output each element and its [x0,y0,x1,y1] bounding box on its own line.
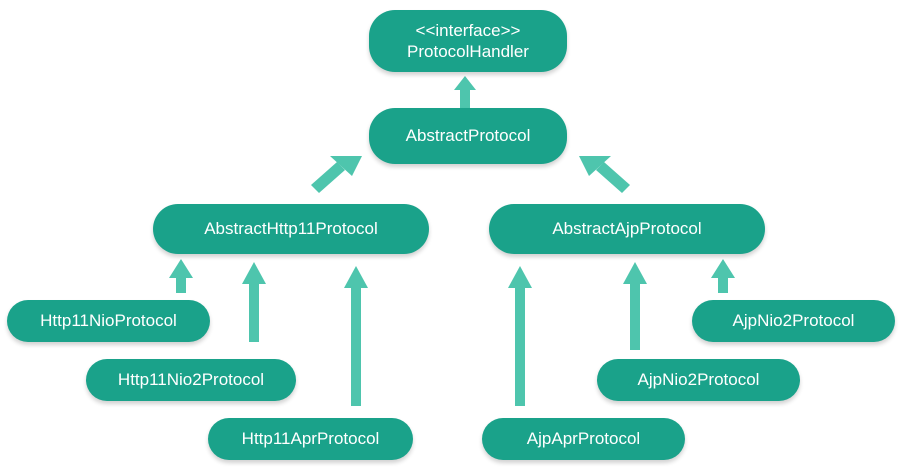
abstractprotocol-node: AbstractProtocol [369,108,567,164]
abstracthttp11protocol-node: AbstractHttp11Protocol [153,204,429,254]
interface-stereotype: <<interface>> [415,20,521,40]
http11nio2protocol-label: Http11Nio2Protocol [117,370,265,390]
ajpnio2protocol-upper-node: AjpNio2Protocol [692,300,895,342]
http11aprprotocol-label: Http11AprProtocol [241,429,380,449]
protocolhandler-interface-node: <<interface>> ProtocolHandler [369,10,567,72]
arrow-http11nio2-to-abshttp11 [242,262,266,342]
http11nio2protocol-node: Http11Nio2Protocol [86,359,296,401]
arrow-http11apr-to-abshttp11 [344,266,368,406]
arrow-ajpnio2-lower-to-absajp [623,262,647,350]
arrow-absajp-to-abstractprotocol [579,156,630,193]
arrow-ajpnio2-upper-to-absajp [711,259,735,293]
abstractprotocol-label: AbstractProtocol [405,126,531,146]
http11aprprotocol-node: Http11AprProtocol [208,418,413,460]
arrow-http11nio-to-abshttp11 [169,259,193,293]
ajpnio2protocol-lower-node: AjpNio2Protocol [597,359,800,401]
http11nioprotocol-label: Http11NioProtocol [40,311,177,331]
http11nioprotocol-node: Http11NioProtocol [7,300,210,342]
abstractajpprotocol-node: AbstractAjpProtocol [489,204,765,254]
protocolhandler-label: ProtocolHandler [407,42,529,61]
abstracthttp11protocol-label: AbstractHttp11Protocol [204,219,378,239]
arrow-abstractprotocol-to-protocolhandler [454,76,476,108]
ajpaprprotocol-label: AjpAprProtocol [526,429,641,449]
arrow-ajpapr-to-absajp [508,266,532,406]
ajpnio2protocol-upper-label: AjpNio2Protocol [732,311,855,331]
arrow-abshttp11-to-abstractprotocol [311,156,362,193]
ajpaprprotocol-node: AjpAprProtocol [482,418,685,460]
ajpnio2protocol-lower-label: AjpNio2Protocol [637,370,760,390]
abstractajpprotocol-label: AbstractAjpProtocol [552,219,702,239]
